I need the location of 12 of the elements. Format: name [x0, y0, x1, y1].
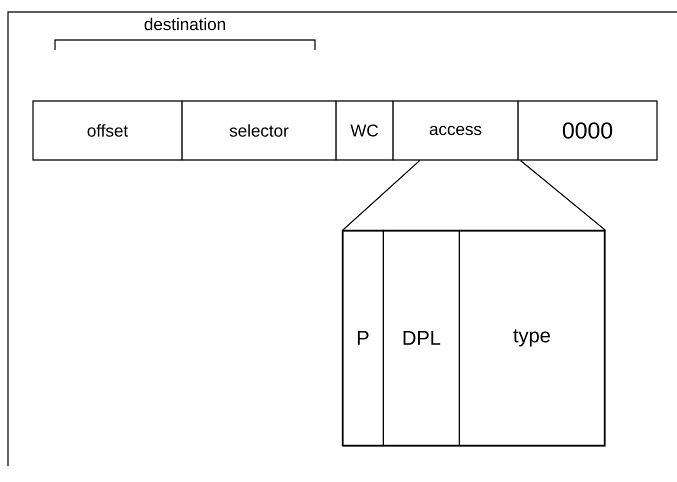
expanded-box [342, 230, 606, 447]
field-label: destination [144, 18, 225, 30]
expansion-line [342, 160, 420, 231]
field-box: WC [335, 100, 394, 161]
bit-field: type [458, 230, 605, 446]
field-box: 0000 [517, 100, 658, 161]
expansion-line [520, 160, 606, 231]
bit-field: DPL [382, 230, 460, 446]
field-box: access [392, 100, 519, 161]
field-box: offset [32, 100, 183, 161]
field-box: selector [181, 100, 337, 161]
bit-field: P [342, 230, 384, 446]
